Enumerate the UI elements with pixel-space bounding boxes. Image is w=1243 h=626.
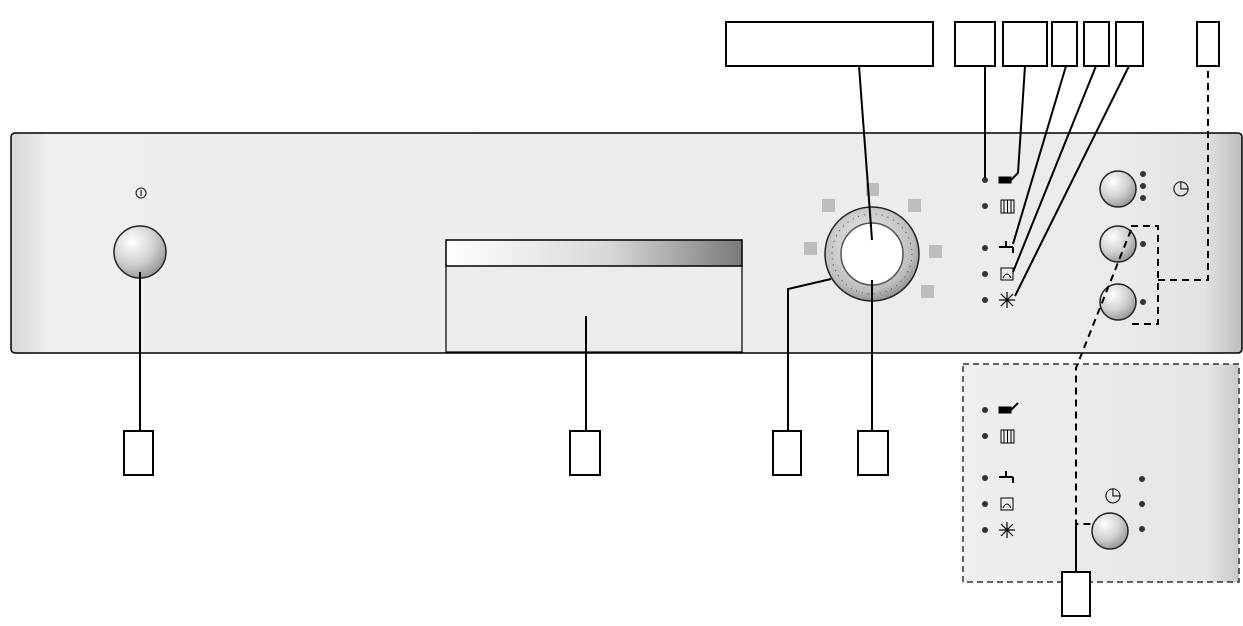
indicator-dot (982, 475, 988, 481)
indicator-dot (982, 407, 988, 413)
callout-box-bottom-5 (1061, 571, 1091, 617)
timer-dot (1140, 171, 1146, 177)
timer-button[interactable] (1099, 170, 1137, 208)
option-dot-1 (1140, 241, 1146, 247)
power-symbol: ⏼ (135, 184, 147, 202)
program-marker-6 (921, 285, 934, 298)
indicator-dot (982, 245, 988, 251)
variant-indicators (982, 402, 1019, 538)
program-marker-1 (804, 242, 817, 255)
tap-icon (999, 241, 1014, 253)
variant-leader (1075, 229, 1132, 525)
rinse-aid-icon (998, 402, 1019, 414)
power-button[interactable] (113, 225, 167, 279)
program-knob-dial (831, 213, 913, 295)
indicator-dot (982, 271, 988, 277)
indicator-lights (982, 172, 1019, 308)
option-button-1[interactable] (1099, 225, 1137, 263)
indicator-dot (982, 297, 988, 303)
intensive-zone-icon (1000, 497, 1014, 511)
indicator-leaders (984, 65, 1130, 297)
callout-box-bottom-1 (123, 430, 154, 476)
door-handle-recess (445, 263, 743, 353)
indicator-dot (982, 527, 988, 533)
variant-timer-button[interactable] (1091, 512, 1129, 550)
leader-line-knob-ring (787, 278, 832, 431)
timer-dot (1140, 195, 1146, 201)
callout-box-4 (1083, 21, 1110, 67)
callout-box-bottom-4 (857, 430, 889, 476)
callout-box-program-label (725, 21, 934, 67)
intensive-zone-icon (1000, 267, 1014, 281)
timer-symbol: ◷ (1172, 175, 1189, 199)
variant-panel (962, 363, 1240, 583)
callout-box-6 (1196, 21, 1220, 67)
callout-box-3 (1051, 21, 1078, 67)
callout-box-bottom-2 (569, 430, 601, 476)
callout-box-5 (1115, 21, 1144, 67)
option-bracket (1131, 66, 1209, 325)
callout-box-bottom-3 (772, 430, 802, 476)
button-dots (1140, 171, 1146, 305)
program-marker-2 (822, 199, 835, 212)
timer-dot (1139, 526, 1145, 532)
leader-line-knob-top (858, 65, 873, 241)
callout-box-2 (1002, 21, 1048, 67)
hygiene-icon (999, 522, 1015, 538)
program-markers (804, 183, 942, 298)
timer-dot (1139, 501, 1145, 507)
indicator-dot (982, 433, 988, 439)
door-handle[interactable] (445, 239, 743, 267)
variant-timer-dots (1139, 476, 1145, 532)
program-marker-5 (929, 245, 942, 258)
indicator-dot (982, 177, 988, 183)
timer-dot (1140, 183, 1146, 189)
indicator-dot (982, 203, 988, 209)
salt-icon (1000, 199, 1015, 214)
rinse-aid-icon (998, 172, 1019, 184)
tap-icon (999, 471, 1014, 483)
indicator-dot (982, 501, 988, 507)
option-button-2[interactable] (1099, 283, 1137, 321)
salt-icon (1000, 429, 1015, 444)
hygiene-icon (999, 292, 1015, 308)
variant-timer-symbol: ◷ (1104, 482, 1121, 506)
callout-box-1 (954, 21, 996, 67)
option-dot-2 (1140, 299, 1146, 305)
program-marker-4 (908, 199, 921, 212)
timer-dot (1139, 476, 1145, 482)
